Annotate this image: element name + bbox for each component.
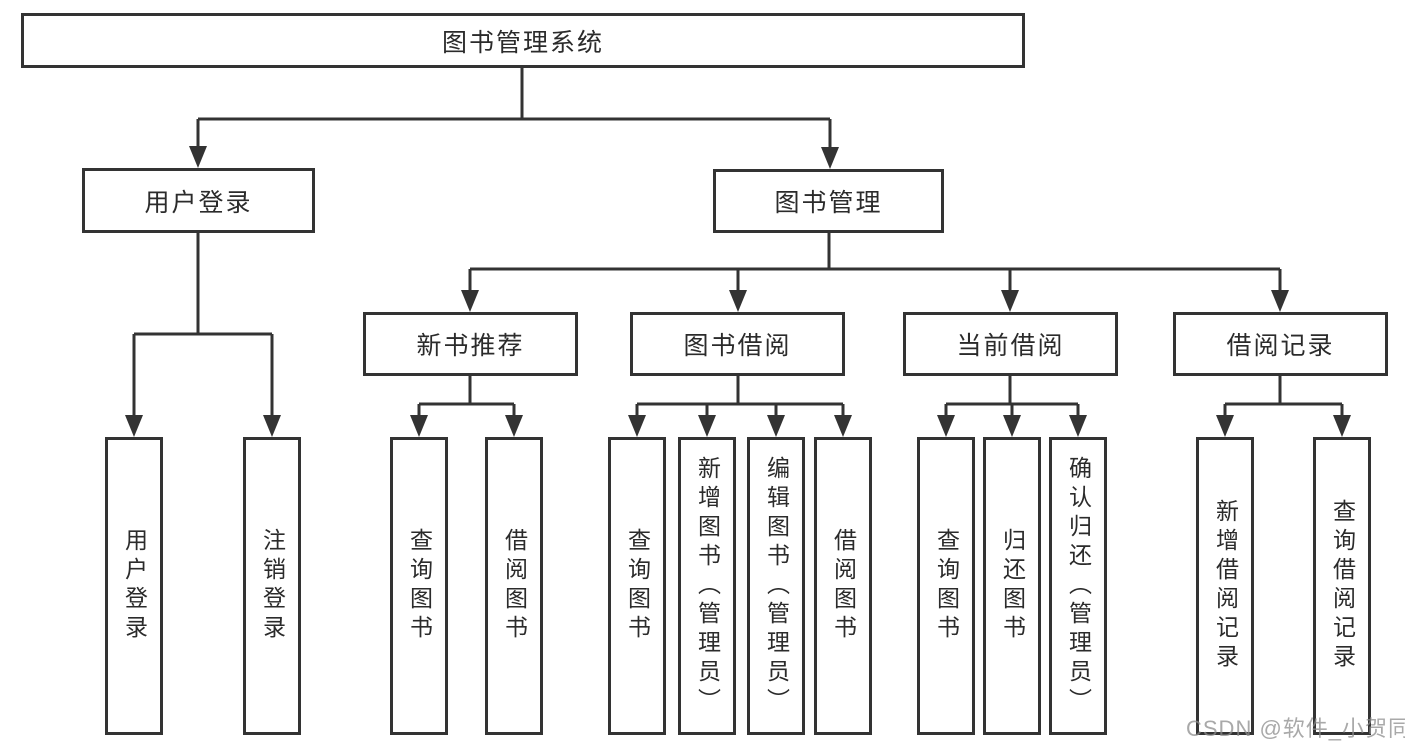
arrow-icon xyxy=(834,415,852,437)
arrow-icon xyxy=(1003,415,1021,437)
node-add-book-admin: 新增图书（管理员） xyxy=(678,437,736,735)
arrow-icon xyxy=(821,147,839,169)
node-book-borrowing: 图书借阅 xyxy=(630,312,845,376)
arrow-icon xyxy=(189,146,207,168)
node-user-login-group: 用户登录 xyxy=(82,168,315,233)
node-add-borrow-record: 新增借阅记录 xyxy=(1196,437,1254,735)
arrow-icon xyxy=(263,415,281,437)
node-query-books-recommend: 查询图书 xyxy=(390,437,448,735)
node-new-book-recommendation: 新书推荐 xyxy=(363,312,578,376)
node-borrow-books: 借阅图书 xyxy=(814,437,872,735)
node-borrow-books-recommend: 借阅图书 xyxy=(485,437,543,735)
node-query-books-borrowing: 查询图书 xyxy=(608,437,666,735)
node-confirm-return-admin: 确认归还（管理员） xyxy=(1049,437,1107,735)
node-borrowing-records: 借阅记录 xyxy=(1173,312,1388,376)
node-library-management-system: 图书管理系统 xyxy=(21,13,1025,68)
node-edit-book-admin: 编辑图书（管理员） xyxy=(747,437,805,735)
arrow-icon xyxy=(937,415,955,437)
arrow-icon xyxy=(505,415,523,437)
arrow-icon xyxy=(1333,415,1351,437)
arrow-icon xyxy=(698,415,716,437)
arrow-icon xyxy=(729,290,747,312)
arrow-icon xyxy=(628,415,646,437)
arrow-icon xyxy=(410,415,428,437)
arrow-icon xyxy=(125,415,143,437)
node-logout: 注销登录 xyxy=(243,437,301,735)
node-return-books: 归还图书 xyxy=(983,437,1041,735)
node-query-borrow-record: 查询借阅记录 xyxy=(1313,437,1371,735)
arrow-icon xyxy=(1216,415,1234,437)
arrow-icon xyxy=(1001,290,1019,312)
arrow-icon xyxy=(767,415,785,437)
arrow-icon xyxy=(461,290,479,312)
node-query-books-current: 查询图书 xyxy=(917,437,975,735)
node-current-borrowing: 当前借阅 xyxy=(903,312,1118,376)
node-book-management: 图书管理 xyxy=(713,169,944,233)
watermark-text: CSDN @软件_小贺同学 xyxy=(1186,716,1405,741)
arrow-icon xyxy=(1271,290,1289,312)
arrow-icon xyxy=(1069,415,1087,437)
node-user-login: 用户登录 xyxy=(105,437,163,735)
